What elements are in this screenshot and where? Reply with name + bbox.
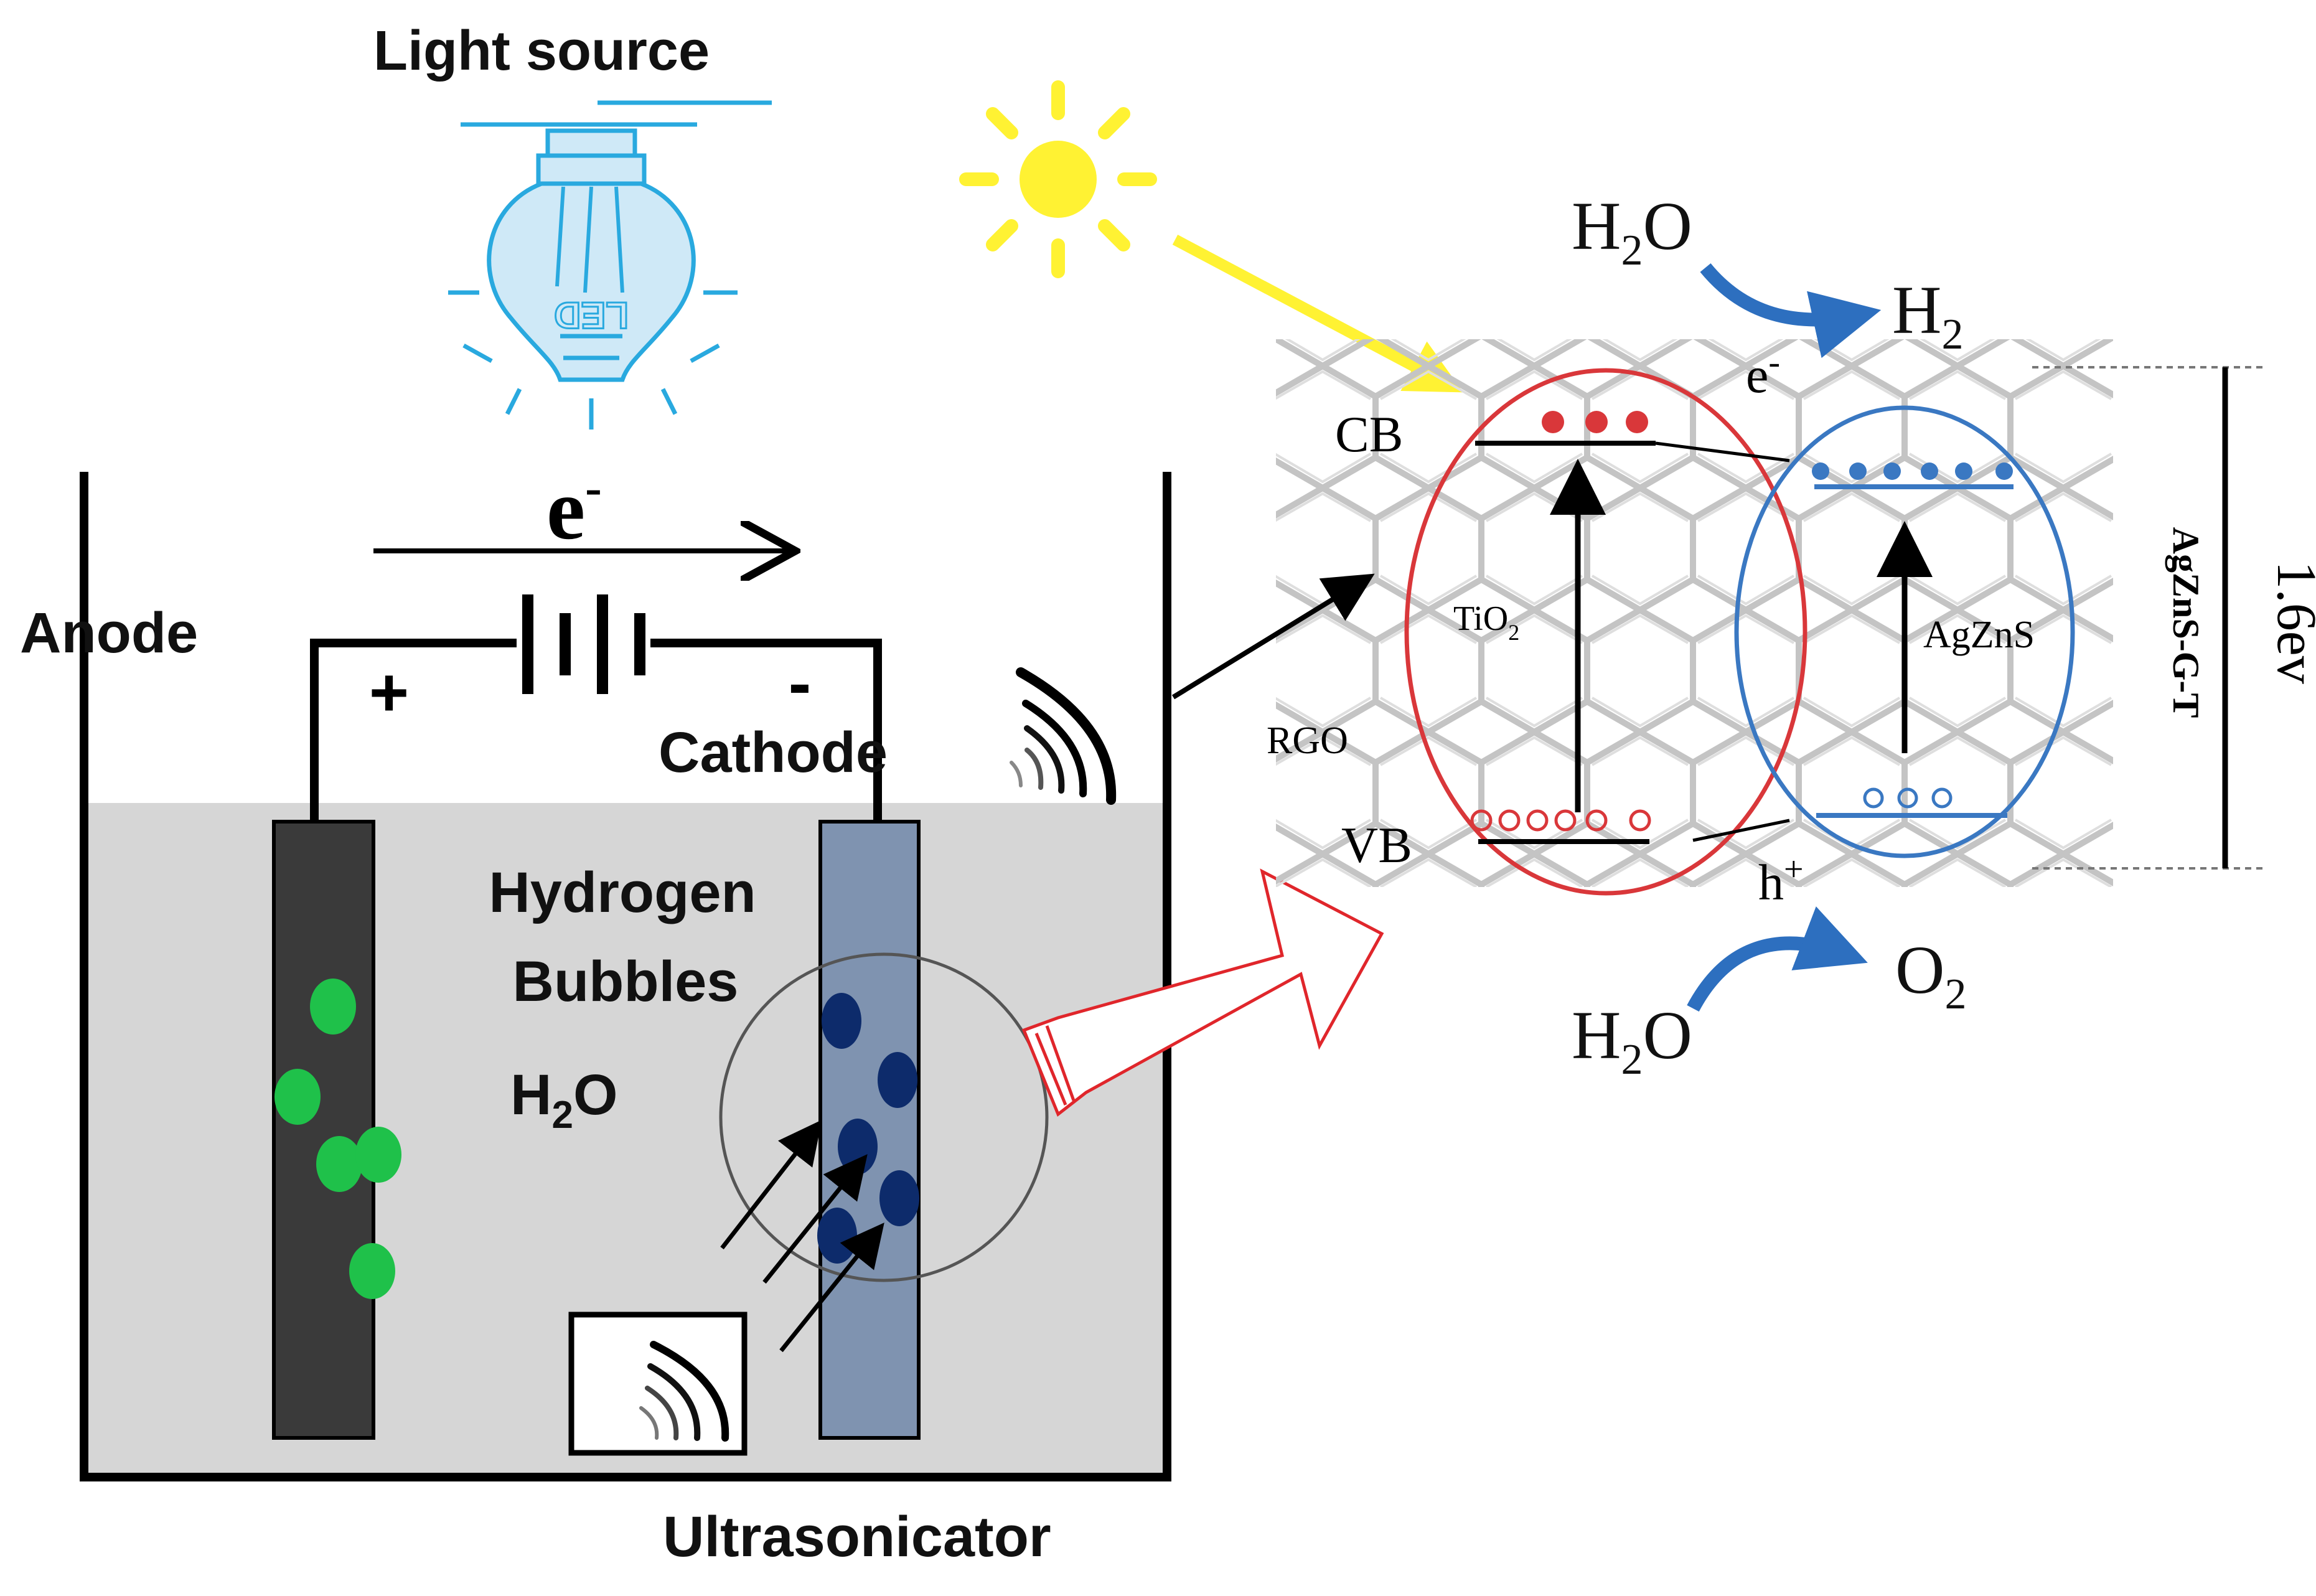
led-bulb-icon	[448, 100, 772, 430]
h2-label: H2	[1892, 272, 1963, 359]
tio2-ellipse	[1404, 368, 1807, 896]
water-bottom-label: H2O	[1572, 997, 1692, 1084]
magnifier-circle	[719, 952, 1049, 1282]
light-source-label: Light source	[373, 20, 710, 82]
wire-left	[310, 639, 517, 822]
hydrogen-label: Hydrogen	[489, 861, 756, 924]
ultrasonicator-tank	[80, 472, 1171, 1481]
wire-right	[650, 639, 882, 822]
water-left-label: H2O	[510, 1063, 618, 1137]
tio2-electrons	[1542, 411, 1648, 433]
led-label: LED	[554, 294, 629, 336]
plus-label: +	[369, 654, 409, 731]
rgo-label: RGO	[1267, 720, 1348, 762]
agzns-label: AgZnS	[1923, 614, 2035, 656]
agzns-electrons	[1812, 462, 2013, 480]
ultrasound-waves-icon	[1010, 667, 1117, 805]
sun-icon	[959, 80, 1157, 278]
ultrasound-waves-icon	[639, 1341, 729, 1442]
reduction-arrow	[1700, 263, 1882, 359]
h-plus-label: h+	[1758, 850, 1804, 911]
cb-label: CB	[1335, 406, 1403, 462]
battery-icon	[522, 594, 645, 694]
o2-label: O2	[1895, 932, 1966, 1018]
pointer-arrow	[1171, 573, 1375, 700]
tio2-label: TiO2	[1453, 599, 1519, 645]
vb-label: VB	[1341, 817, 1412, 873]
bubbles-label: Bubbles	[513, 950, 739, 1013]
hole-transfer-line	[1692, 819, 1790, 842]
e-right-label: e-	[1746, 343, 1780, 403]
anode-electrode	[272, 820, 375, 1440]
anode-oxygen-bubbles	[274, 979, 401, 1299]
oxidation-arrow	[1687, 906, 1868, 1012]
zoom-arrow	[1021, 868, 1384, 1117]
anode-label: Anode	[20, 601, 198, 665]
electron-top-label: e-	[546, 461, 602, 558]
ultrasonicator-label: Ultrasonicator	[663, 1505, 1051, 1569]
agzns-g-t-label: AgZnS-G-T	[2165, 527, 2206, 718]
band-gap-label: 1.6ev	[2266, 561, 2316, 683]
water-top-label: H2O	[1572, 188, 1692, 275]
tio2-holes	[1470, 809, 1651, 832]
rgo-lattice	[1276, 339, 2113, 887]
agzns-holes	[1863, 787, 1953, 809]
minus-label: -	[789, 645, 812, 721]
cathode-label: Cathode	[659, 721, 888, 784]
agzns-ellipse	[1734, 405, 2075, 858]
electron-transfer-line	[1655, 441, 1790, 462]
bubble-motion-arrows	[720, 1119, 884, 1353]
